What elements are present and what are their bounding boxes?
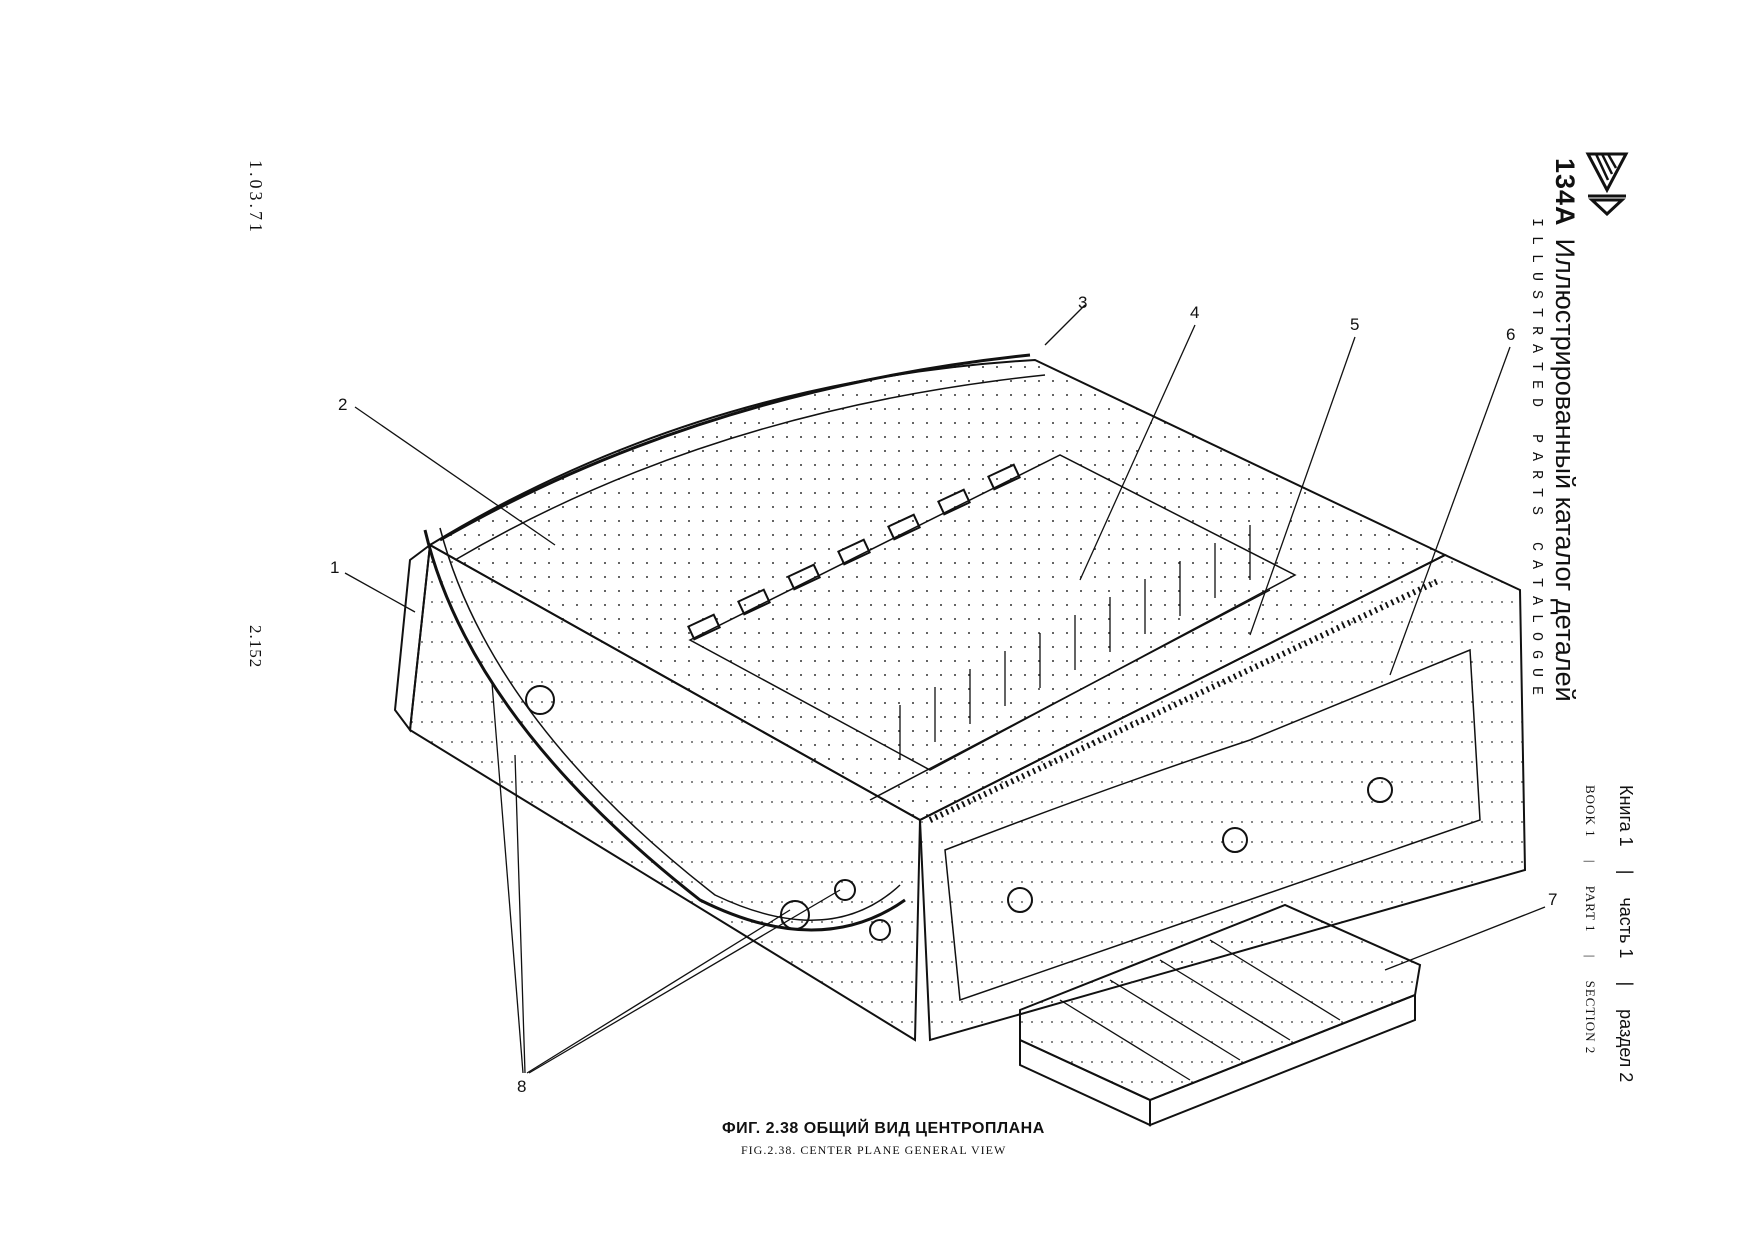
callout-7: 7 [1548, 890, 1557, 909]
callout-5: 5 [1350, 315, 1359, 334]
callout-2: 2 [338, 395, 347, 414]
figure-caption-ru: ФИГ. 2.38 ОБЩИЙ ВИД ЦЕНТРОПЛАНА [722, 1120, 1045, 1137]
tupolev-logo-icon [1585, 152, 1629, 216]
structure-outline [393, 353, 1527, 1127]
callout-4: 4 [1190, 303, 1199, 322]
callout-3: 3 [1078, 293, 1087, 312]
leader-lines [344, 304, 1546, 1074]
callout-numbers: 1 2 3 4 5 6 7 8 [330, 293, 1557, 1096]
callout-1: 1 [330, 558, 339, 577]
callout-8: 8 [517, 1077, 526, 1096]
callout-6: 6 [1506, 325, 1515, 344]
figure-caption-en: FIG.2.38. CENTER PLANE GENERAL VIEW [741, 1143, 1007, 1157]
